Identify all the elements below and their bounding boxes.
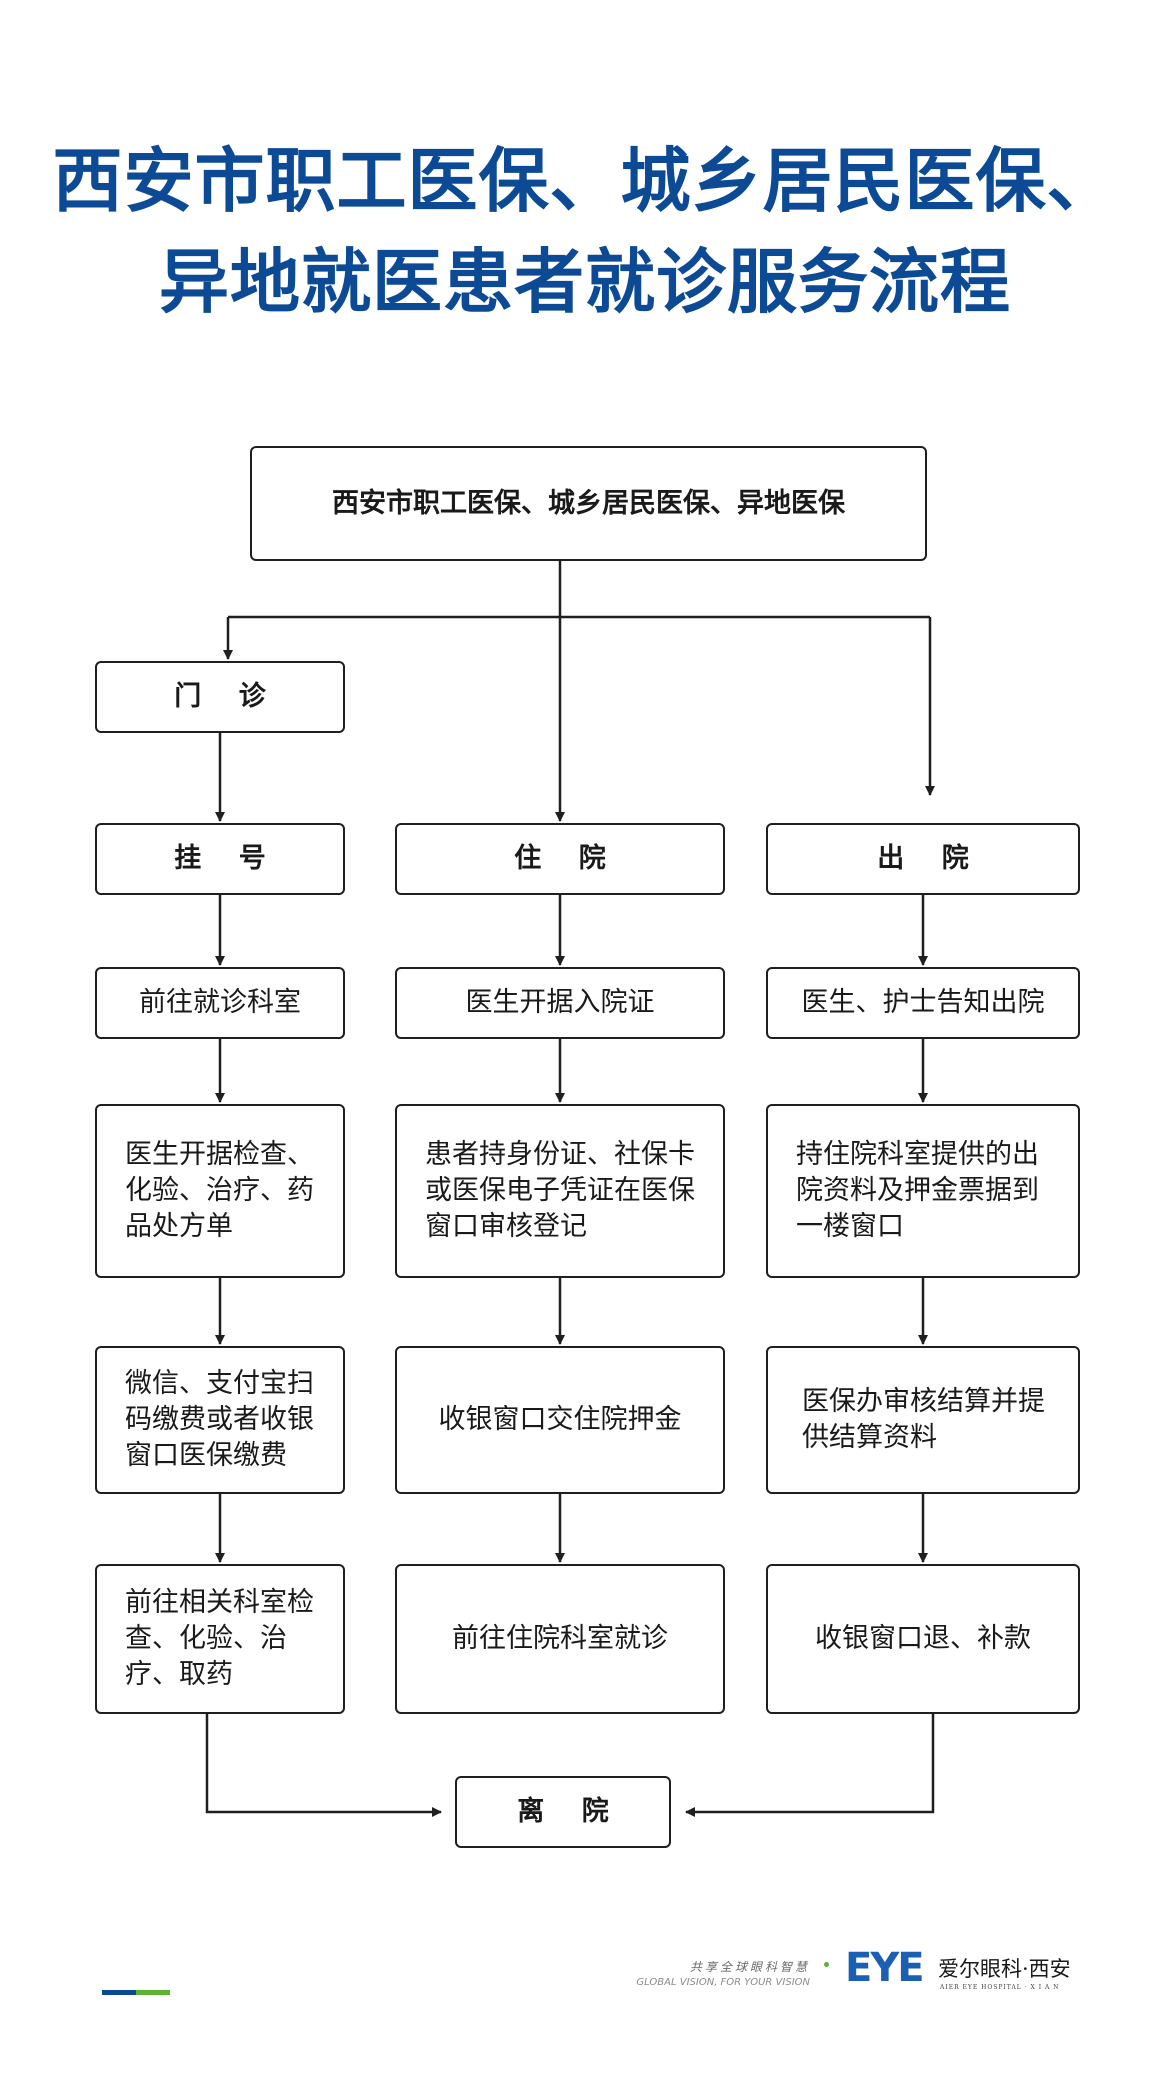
outpatient-node: 门 诊	[95, 661, 345, 733]
slogan-chinese: 共享全球眼科智慧	[689, 1960, 810, 1974]
leave-hospital-node: 离 院	[455, 1776, 671, 1848]
registration-audit-node: 患者持身份证、社保卡或医保电子凭证在医保窗口审核登记	[395, 1104, 725, 1278]
admission-certificate-node: 医生开据入院证	[395, 967, 725, 1039]
slogan-english: GLOBAL VISION, FOR YOUR VISION	[636, 1977, 810, 1988]
register-node: 挂 号	[95, 823, 345, 895]
settlement-node: 医保办审核结算并提供结算资料	[766, 1346, 1080, 1494]
inpatient-ward-node: 前往住院科室就诊	[395, 1564, 725, 1714]
exam-treatment-node: 前往相关科室检查、化验、治疗、取药	[95, 1564, 345, 1714]
eye-logo-icon: EYE	[845, 1945, 925, 1991]
footer-accent-green	[136, 1990, 170, 1995]
payment-node: 微信、支付宝扫码缴费或者收银窗口医保缴费	[95, 1346, 345, 1494]
discharge-node: 出 院	[766, 823, 1080, 895]
deposit-node: 收银窗口交住院押金	[395, 1346, 725, 1494]
go-to-department-node: 前往就诊科室	[95, 967, 345, 1039]
hospital-name-logo: 爱尔眼科·西安	[938, 1957, 1071, 1981]
inpatient-node: 住 院	[395, 823, 725, 895]
page-title-line-1: 西安市职工医保、城乡居民医保、	[52, 140, 1118, 222]
arrow-right-to-leave	[685, 1714, 935, 1817]
discharge-notice-node: 医生、护士告知出院	[766, 967, 1080, 1039]
logo-separator-dot	[824, 1962, 829, 1967]
arrow-left-to-leave	[205, 1714, 442, 1817]
refund-node: 收银窗口退、补款	[766, 1564, 1080, 1714]
footer-accent-blue	[102, 1990, 136, 1995]
prescription-node: 医生开据检查、化验、治疗、药品处方单	[95, 1104, 345, 1278]
start-node: 西安市职工医保、城乡居民医保、异地医保	[250, 446, 927, 561]
hospital-name-english: AIER EYE HOSPITAL · X I A N	[940, 1984, 1060, 1991]
page-title-line-2: 异地就医患者就诊服务流程	[159, 241, 1011, 323]
discharge-documents-node: 持住院科室提供的出院资料及押金票据到一楼窗口	[766, 1104, 1080, 1278]
